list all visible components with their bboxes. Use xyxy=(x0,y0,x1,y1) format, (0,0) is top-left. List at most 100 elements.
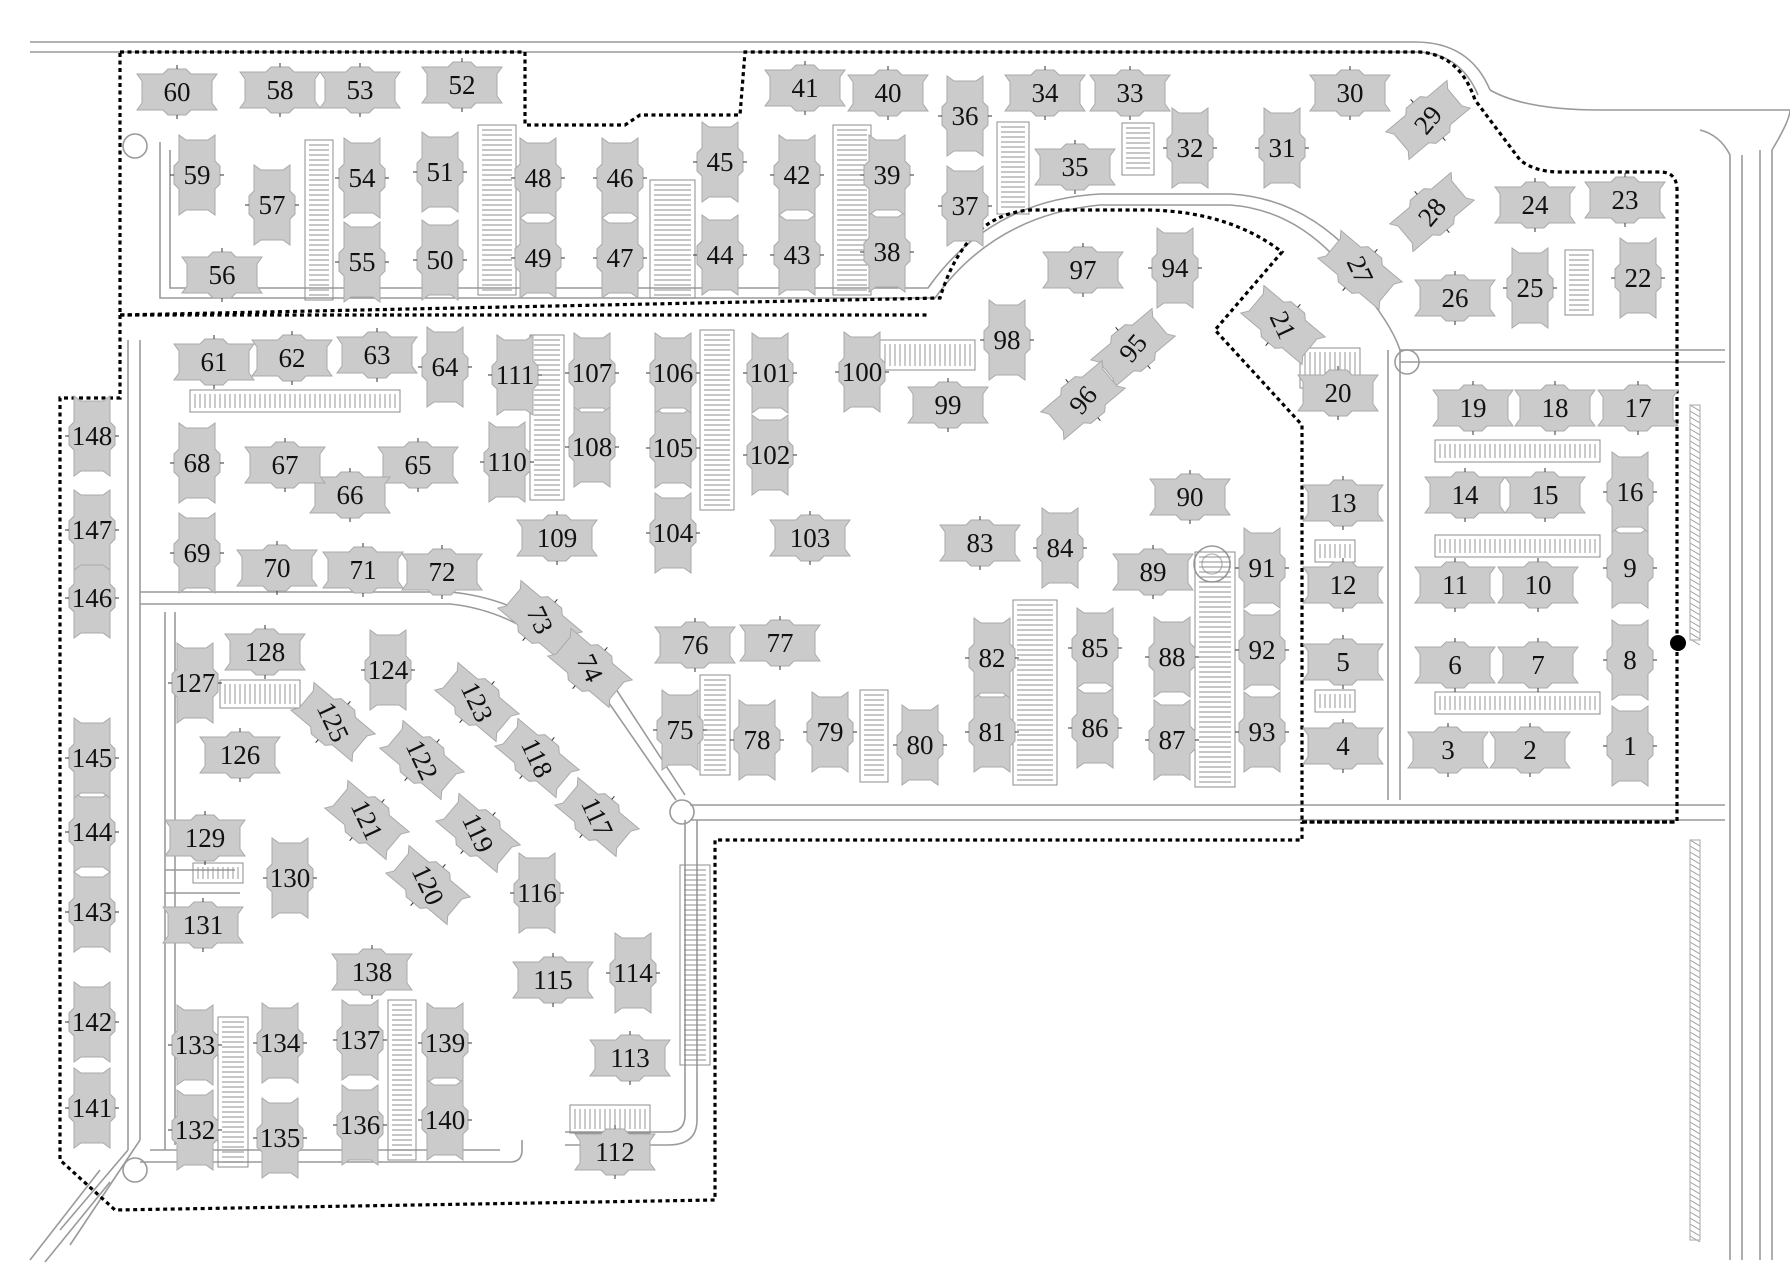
building-111[interactable]: 111 xyxy=(488,334,542,416)
building-43[interactable]: 43 xyxy=(770,214,824,296)
building-4[interactable]: 4 xyxy=(1302,719,1384,773)
building-5[interactable]: 5 xyxy=(1302,635,1384,689)
building-21[interactable]: 21 xyxy=(1235,279,1331,372)
building-134[interactable]: 134 xyxy=(253,1002,307,1084)
building-133[interactable]: 133 xyxy=(168,1004,222,1086)
building-80[interactable]: 80 xyxy=(893,704,947,786)
building-107[interactable]: 107 xyxy=(565,332,619,414)
building-46[interactable]: 46 xyxy=(593,137,647,219)
building-45[interactable]: 45 xyxy=(693,121,747,203)
building-47[interactable]: 47 xyxy=(593,217,647,299)
building-60[interactable]: 60 xyxy=(136,65,218,119)
building-143[interactable]: 143 xyxy=(65,871,119,953)
building-138[interactable]: 138 xyxy=(331,945,413,999)
building-87[interactable]: 87 xyxy=(1145,699,1199,781)
building-125[interactable]: 125 xyxy=(285,676,381,769)
building-88[interactable]: 88 xyxy=(1145,616,1199,698)
building-10[interactable]: 10 xyxy=(1497,558,1579,612)
building-19[interactable]: 19 xyxy=(1432,381,1514,435)
building-33[interactable]: 33 xyxy=(1089,66,1171,120)
building-101[interactable]: 101 xyxy=(743,332,797,414)
building-59[interactable]: 59 xyxy=(170,134,224,216)
building-44[interactable]: 44 xyxy=(693,214,747,296)
building-62[interactable]: 62 xyxy=(251,331,333,385)
building-137[interactable]: 137 xyxy=(333,999,387,1081)
building-54[interactable]: 54 xyxy=(335,137,389,219)
building-23[interactable]: 23 xyxy=(1584,173,1666,227)
building-86[interactable]: 86 xyxy=(1068,687,1122,769)
building-131[interactable]: 131 xyxy=(162,898,244,952)
building-145[interactable]: 145 xyxy=(65,717,119,799)
building-42[interactable]: 42 xyxy=(770,134,824,216)
building-110[interactable]: 110 xyxy=(480,421,534,503)
building-93[interactable]: 93 xyxy=(1235,691,1289,773)
building-77[interactable]: 77 xyxy=(739,616,821,670)
building-56[interactable]: 56 xyxy=(181,248,263,302)
building-41[interactable]: 41 xyxy=(764,61,846,115)
building-128[interactable]: 128 xyxy=(224,625,306,679)
building-105[interactable]: 105 xyxy=(646,407,700,489)
building-38[interactable]: 38 xyxy=(860,211,914,293)
building-119[interactable]: 119 xyxy=(430,787,526,880)
building-3[interactable]: 3 xyxy=(1407,723,1489,777)
building-13[interactable]: 13 xyxy=(1302,476,1384,530)
building-136[interactable]: 136 xyxy=(333,1084,387,1166)
building-28[interactable]: 28 xyxy=(1384,166,1480,259)
building-48[interactable]: 48 xyxy=(511,137,565,219)
building-82[interactable]: 82 xyxy=(965,617,1019,699)
building-78[interactable]: 78 xyxy=(730,699,784,781)
building-99[interactable]: 99 xyxy=(907,378,989,432)
building-127[interactable]: 127 xyxy=(168,642,222,724)
building-135[interactable]: 135 xyxy=(253,1097,307,1179)
building-142[interactable]: 142 xyxy=(65,981,119,1063)
building-100[interactable]: 100 xyxy=(835,331,889,413)
building-12[interactable]: 12 xyxy=(1302,558,1384,612)
building-147[interactable]: 147 xyxy=(65,489,119,571)
building-103[interactable]: 103 xyxy=(769,511,851,565)
building-102[interactable]: 102 xyxy=(743,414,797,496)
building-139[interactable]: 139 xyxy=(418,1002,472,1084)
building-72[interactable]: 72 xyxy=(401,545,483,599)
building-57[interactable]: 57 xyxy=(245,164,299,246)
building-26[interactable]: 26 xyxy=(1414,271,1496,325)
building-141[interactable]: 141 xyxy=(65,1067,119,1149)
building-32[interactable]: 32 xyxy=(1163,107,1217,189)
building-118[interactable]: 118 xyxy=(489,712,585,805)
building-123[interactable]: 123 xyxy=(429,656,525,749)
building-115[interactable]: 115 xyxy=(512,953,594,1007)
building-126[interactable]: 126 xyxy=(199,728,281,782)
building-20[interactable]: 20 xyxy=(1297,366,1379,420)
building-6[interactable]: 6 xyxy=(1414,638,1496,692)
building-15[interactable]: 15 xyxy=(1504,468,1586,522)
building-30[interactable]: 30 xyxy=(1309,66,1391,120)
building-113[interactable]: 113 xyxy=(589,1031,671,1085)
building-74[interactable]: 74 xyxy=(542,622,638,715)
building-31[interactable]: 31 xyxy=(1255,107,1309,189)
building-40[interactable]: 40 xyxy=(847,66,929,120)
building-61[interactable]: 61 xyxy=(173,335,255,389)
building-112[interactable]: 112 xyxy=(574,1125,656,1179)
building-70[interactable]: 70 xyxy=(236,541,318,595)
building-106[interactable]: 106 xyxy=(646,332,700,414)
building-53[interactable]: 53 xyxy=(319,63,401,117)
building-64[interactable]: 64 xyxy=(418,326,472,408)
building-108[interactable]: 108 xyxy=(565,406,619,488)
building-2[interactable]: 2 xyxy=(1489,723,1571,777)
building-7[interactable]: 7 xyxy=(1497,638,1579,692)
building-67[interactable]: 67 xyxy=(244,438,326,492)
building-73[interactable]: 73 xyxy=(492,574,588,667)
building-84[interactable]: 84 xyxy=(1033,507,1087,589)
building-65[interactable]: 65 xyxy=(377,438,459,492)
building-29[interactable]: 29 xyxy=(1380,74,1476,167)
building-91[interactable]: 91 xyxy=(1235,527,1289,609)
building-109[interactable]: 109 xyxy=(516,511,598,565)
building-92[interactable]: 92 xyxy=(1235,609,1289,691)
building-144[interactable]: 144 xyxy=(65,791,119,873)
building-68[interactable]: 68 xyxy=(170,422,224,504)
building-130[interactable]: 130 xyxy=(263,837,317,919)
building-76[interactable]: 76 xyxy=(654,618,736,672)
building-104[interactable]: 104 xyxy=(646,492,700,574)
building-148[interactable]: 148 xyxy=(65,395,119,477)
building-17[interactable]: 17 xyxy=(1597,381,1679,435)
building-95[interactable]: 95 xyxy=(1085,302,1181,395)
